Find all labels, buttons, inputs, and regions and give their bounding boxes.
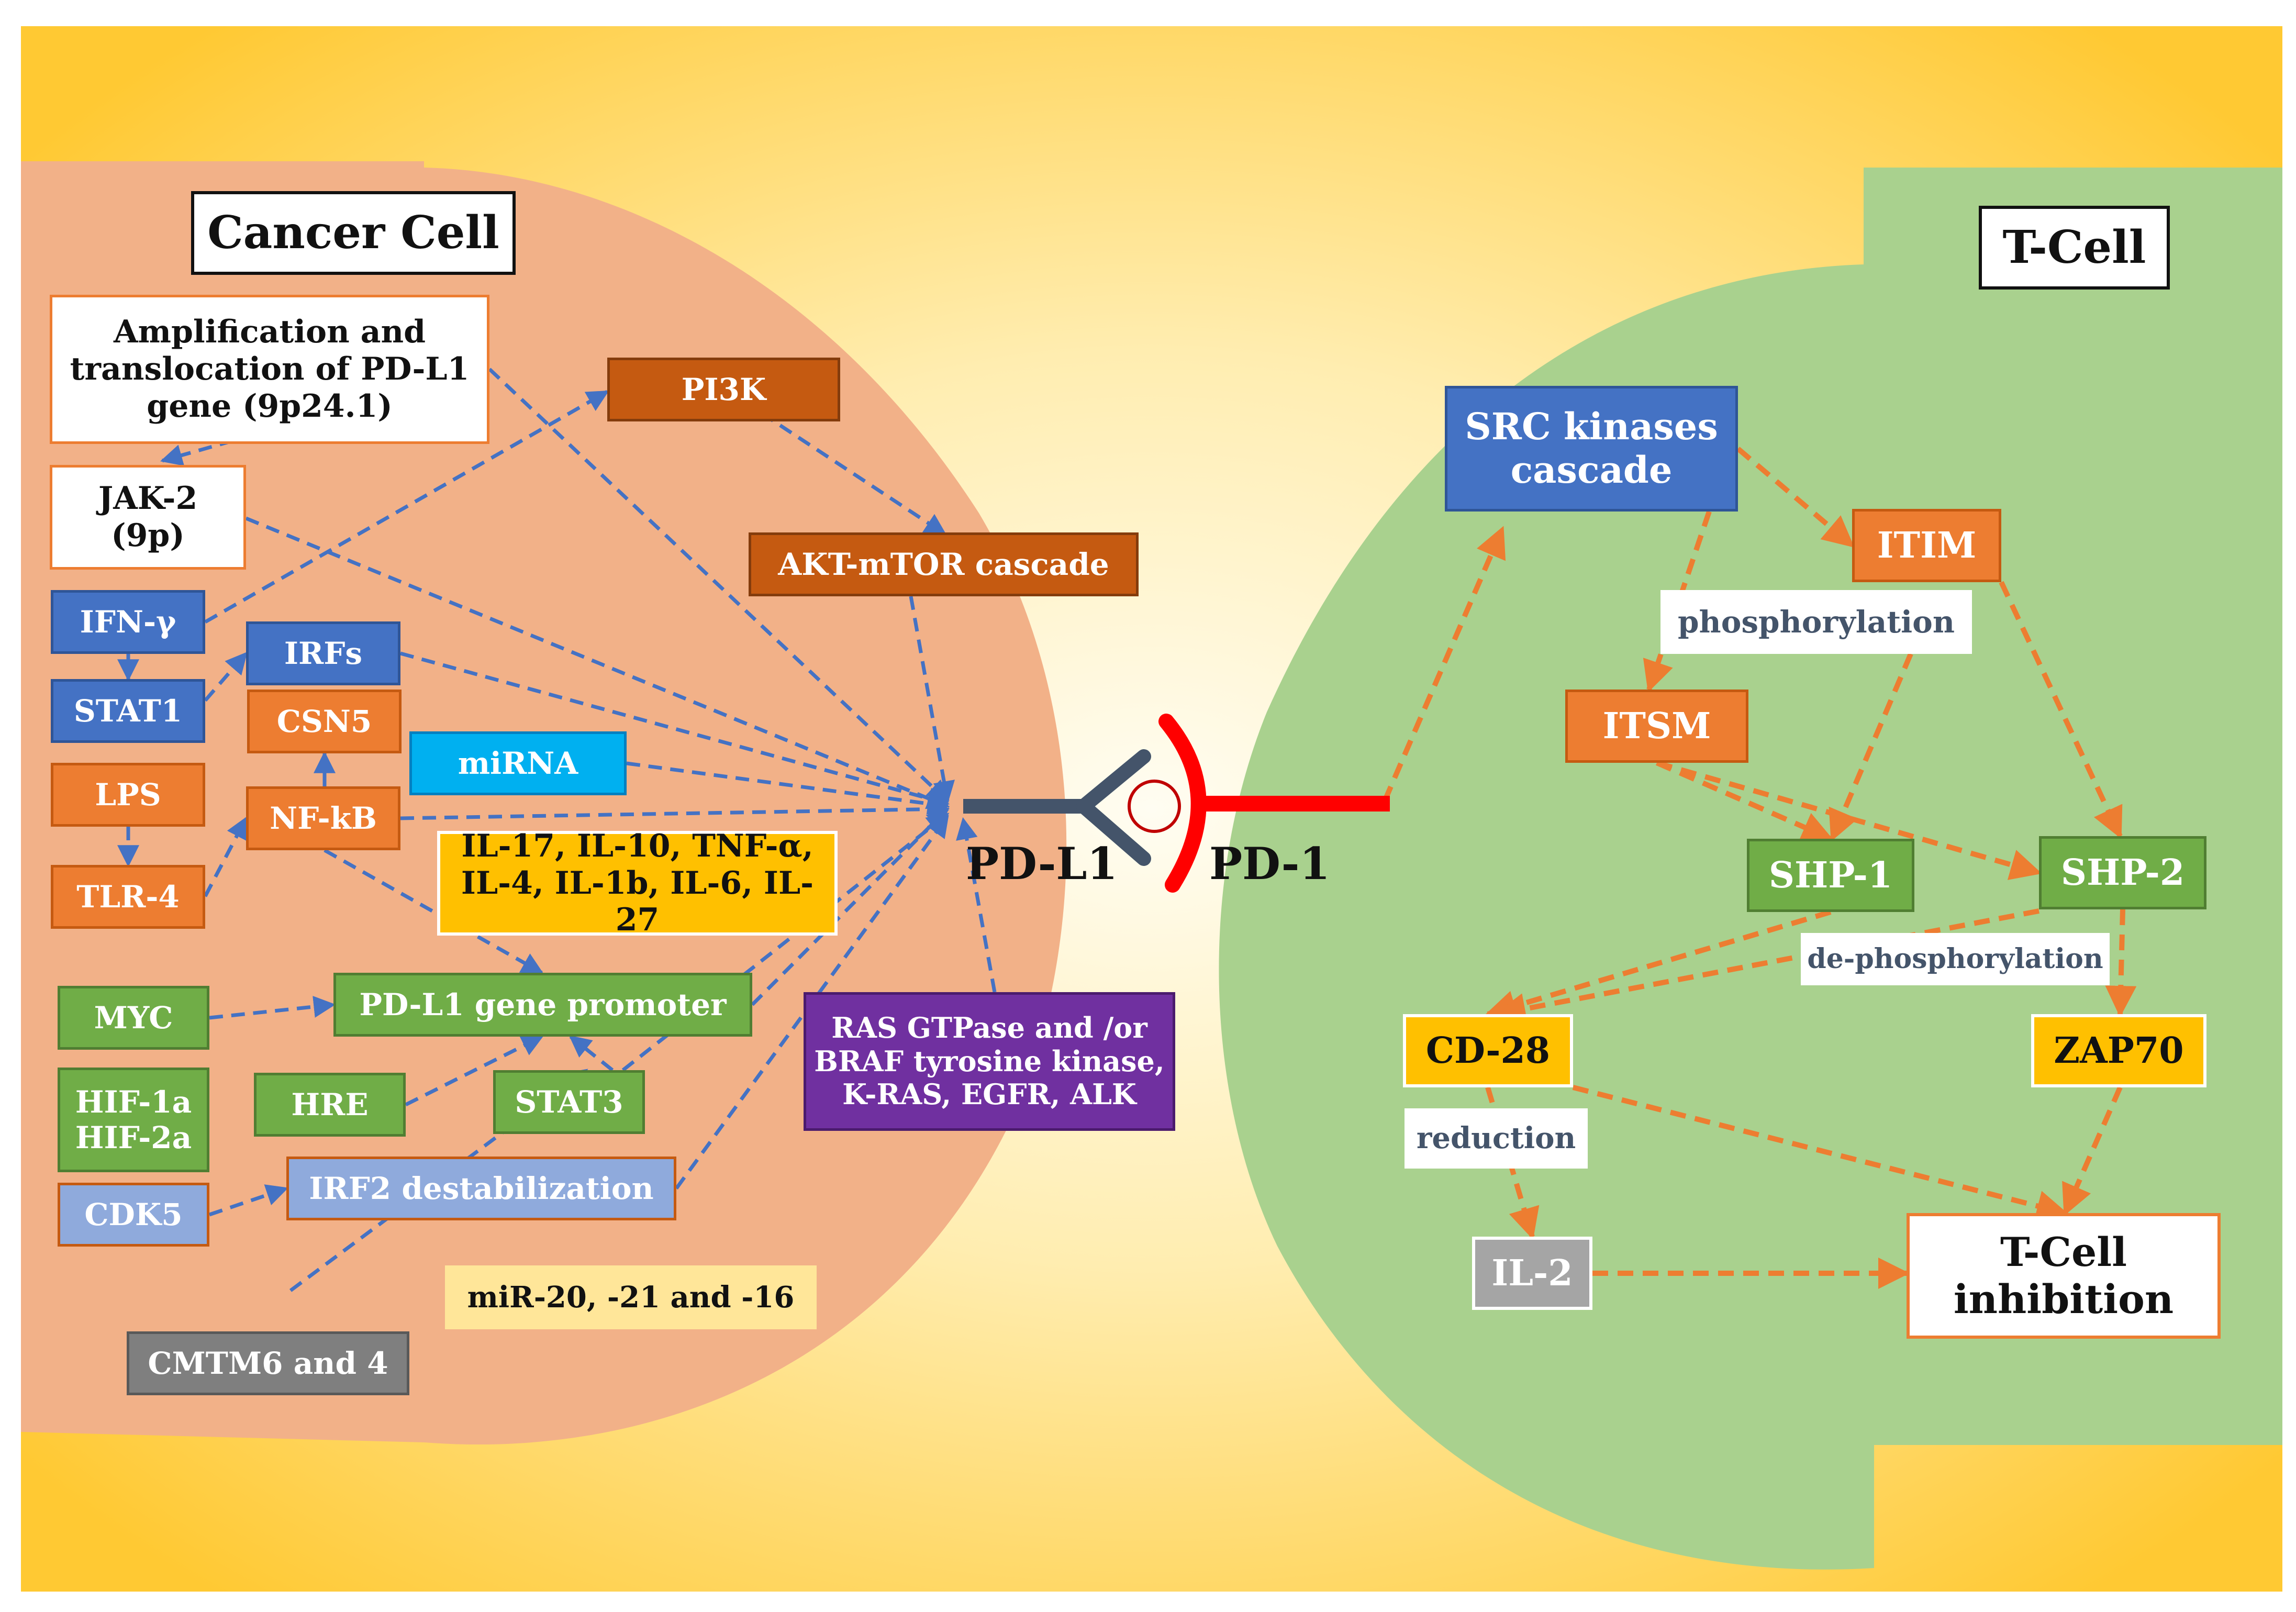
edge-tlr4-to-nfkb <box>203 816 248 897</box>
amplification-node: Amplification and translocation of PD-L1… <box>50 295 489 444</box>
ras-node: RAS GTPase and /or BRAF tyrosine kinase,… <box>804 992 1175 1131</box>
stat3-node: STAT3 <box>493 1070 645 1134</box>
edge-nfkb-to-promoter <box>324 848 544 975</box>
mirna-node: miRNA <box>409 731 627 795</box>
shp1-node: SHP-1 <box>1747 839 1914 912</box>
edge-jak2-to-pdl1 <box>245 516 950 809</box>
irfs-node: IRFs <box>246 621 400 685</box>
irf2-node: IRF2 destabilization <box>286 1157 676 1220</box>
tlr4-node: TLR-4 <box>51 865 205 929</box>
edge-irfs-to-pdl1 <box>400 651 950 809</box>
phosphorylation-label: phosphorylation <box>1660 590 1972 654</box>
edge-hre-to-promoter <box>405 1035 544 1107</box>
pd1-arc <box>1158 714 1207 893</box>
interleukins-node: IL-17, IL-10, TNF-α, IL-4, IL-1b, IL-6, … <box>437 828 838 938</box>
src-kinases-node: SRC kinases cascade <box>1445 386 1738 512</box>
edge-src-to-itsm <box>1643 510 1712 693</box>
edge-stat3-to-promoter <box>569 1035 614 1072</box>
cancer-cell-title: Cancer Cell <box>191 191 516 275</box>
pd1-label: PD-1 <box>1209 838 1330 890</box>
zap70-node: ZAP70 <box>2031 1014 2206 1087</box>
edge-phosphorylation-to-shp1 <box>1829 653 1913 842</box>
edge-stat1-to-irfs <box>204 651 248 702</box>
edge-ifn-to-pi3k <box>204 390 609 624</box>
shp2-node: SHP-2 <box>2039 836 2206 909</box>
edge-cdk5-to-irf2 <box>208 1184 288 1217</box>
mir-node: miR-20, -21 and -16 <box>445 1265 817 1329</box>
stat1-node: STAT1 <box>51 679 205 743</box>
edge-itsm-to-shp1 <box>1655 760 1834 842</box>
edge-mirna-to-pdl1 <box>626 761 950 815</box>
jak2-node: JAK-2 (9p) <box>50 465 246 570</box>
pdl1-upper-arm <box>1076 749 1151 814</box>
edge-ras-to-pdl1 <box>956 817 997 993</box>
cd28-node: CD-28 <box>1403 1014 1573 1087</box>
pdl1-label: PD-L1 <box>966 838 1118 890</box>
edge-itsm-to-shp2 <box>1656 760 2042 880</box>
edge-akt-to-pdl1 <box>909 596 955 804</box>
cmtm-node: CMTM6 and 4 <box>127 1331 409 1395</box>
hif-node: HIF-1a HIF-2a <box>58 1068 209 1172</box>
cdk5-node: CDK5 <box>58 1183 209 1247</box>
ifn-gamma-node: IFN-γ <box>51 590 205 654</box>
pd1-receptor <box>1158 714 1390 893</box>
edge-shp1-to-cd28 <box>1485 909 1832 1021</box>
akt-mtor-node: AKT-mTOR cascade <box>749 532 1139 596</box>
myc-node: MYC <box>58 986 209 1050</box>
edge-promoter-to-pdl1 <box>751 807 949 1006</box>
edge-shp2-to-zap70 <box>2105 909 2137 1017</box>
edge-cd28-to-inhibition <box>1572 1085 2068 1221</box>
edge-amplification-to-pdl1 <box>488 368 950 803</box>
reduction-label: reduction <box>1405 1108 1588 1169</box>
itim-node: ITIM <box>1852 509 2001 582</box>
t-cell-inhibition-node: T-Cell inhibition <box>1907 1213 2221 1339</box>
pi3k-node: PI3K <box>607 358 840 421</box>
edge-zap70-to-inhibition <box>2062 1086 2123 1216</box>
edge-nfkb-to-pdl1 <box>400 798 950 820</box>
nfkb-node: NF-kB <box>246 786 400 850</box>
dephosphorylation-label: de-phosphorylation <box>1801 933 2110 985</box>
itsm-node: ITSM <box>1565 690 1748 763</box>
hre-node: HRE <box>254 1073 406 1137</box>
t-cell-title: T-Cell <box>1979 206 2170 290</box>
lps-node: LPS <box>51 763 205 827</box>
pdl1-lower-arm <box>1076 799 1151 866</box>
edge-shp2-to-cd28 <box>1494 908 2039 1025</box>
pdl1-promoter-node: PD-L1 gene promoter <box>333 973 752 1037</box>
il2-node: IL-2 <box>1472 1237 1592 1310</box>
edge-itim-to-shp2 <box>1999 581 2123 839</box>
csn5-node: CSN5 <box>247 690 402 753</box>
ligand-binding-circle <box>1128 780 1181 833</box>
pdl1-receptor <box>963 749 1151 866</box>
